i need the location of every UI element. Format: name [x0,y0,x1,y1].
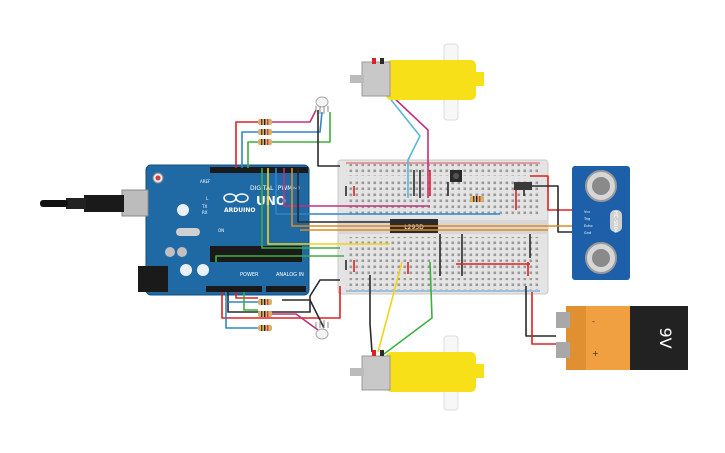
sensor-model: HC-SR04 [612,211,618,233]
resistor [258,299,272,305]
arduino-model: UNO [256,194,286,208]
resistor [258,325,272,331]
sensor-pin-label: Gnd [584,231,591,235]
battery-plus: + [592,349,599,358]
on-label: ON [218,228,224,233]
arduino-uno: DIGITAL (PWM~) ARDUINO UNO AREF L TX RX … [40,164,310,296]
battery-minus: - [592,317,595,326]
analog-label: ANALOG IN [276,272,304,278]
digital-header-pins [210,167,308,173]
rgb-led-top [315,96,329,114]
dc-motor-top [350,43,484,121]
battery-9v: - + 9V [556,306,688,370]
digital-label: DIGITAL (PWM~) [250,185,300,192]
resistor [258,119,272,125]
rx-label: RX [202,210,208,215]
arduino-brand: ARDUINO [224,207,255,214]
resistor [258,129,272,135]
power-header-pins [206,286,262,292]
usb-port [121,189,149,217]
chip-label: L293D [404,224,424,231]
resistor [258,311,272,317]
resistors [258,119,484,331]
aref-label: AREF [200,179,211,184]
arduino-logo-icon [223,193,249,203]
ultrasonic-sensor: HC-SR04 Vcc Trig Echo Gnd [572,166,630,280]
rgb-led-bottom [315,320,329,340]
analog-header-pins [266,286,306,292]
sensor-pin-label: Echo [584,224,593,228]
power-jack [138,266,168,292]
slide-switch [514,182,532,190]
usb-cable [84,195,124,212]
atmega-chip [210,246,302,262]
battery-label: 9V [656,327,675,348]
resistor [258,139,272,145]
wires [215,95,575,355]
tx-label: TX [201,204,207,209]
sensor-pin-label: Trig [583,217,590,221]
l-label: L [206,196,209,201]
resistor [470,196,484,202]
dc-motor-bottom [350,335,484,411]
sensor-pin-label: Vcc [584,210,590,214]
breadboard [337,159,549,295]
power-label: POWER [240,272,259,278]
